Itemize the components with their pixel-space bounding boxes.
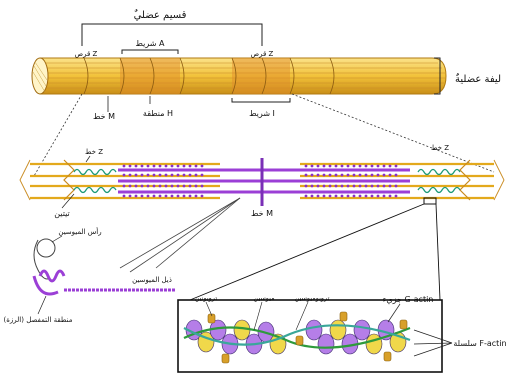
z-line-mid-label: خط Z [85, 148, 103, 156]
sarcomere-filaments [20, 158, 504, 206]
z-disc-right-label: قرص Z [251, 50, 274, 58]
hinge-region-label: منطقة التمفصل (الرزة) [4, 316, 73, 324]
myosin-molecule [34, 239, 176, 294]
m-line-mid-label: خط M [251, 209, 273, 218]
muscle-fiber-label: ٌليفة عضلية [455, 73, 501, 85]
myosin-head-label: رأس الميوسين [58, 227, 101, 236]
f-actin-label: سلسلة F-actin [453, 339, 506, 348]
myosin-strand-label: ميوسين [253, 294, 274, 302]
thin-filament-detail [178, 300, 442, 372]
troponin-label: تروبونين [195, 294, 218, 302]
a-band-label: شريط A [136, 39, 165, 48]
tropomyosin-label: تروبوميوسين [295, 294, 330, 302]
i-band-label: شريط I [249, 109, 275, 118]
myosin-tail-label: ذيل الميوسين [132, 276, 172, 284]
titin-label: تيتين [54, 209, 70, 218]
muscle-fiber-cylinder [32, 58, 446, 94]
h-zone-label: منطقة H [143, 109, 173, 118]
sarcomere-label: ٌقسيم عضلي [134, 9, 187, 21]
z-line-right-label: خط Z [431, 144, 449, 152]
m-line-label: خط M [93, 112, 115, 121]
z-disc-left-label: قرص Z [75, 50, 98, 58]
g-actin-label: جزيء G-actin [383, 295, 434, 304]
sarcomere-bracket [82, 24, 262, 46]
